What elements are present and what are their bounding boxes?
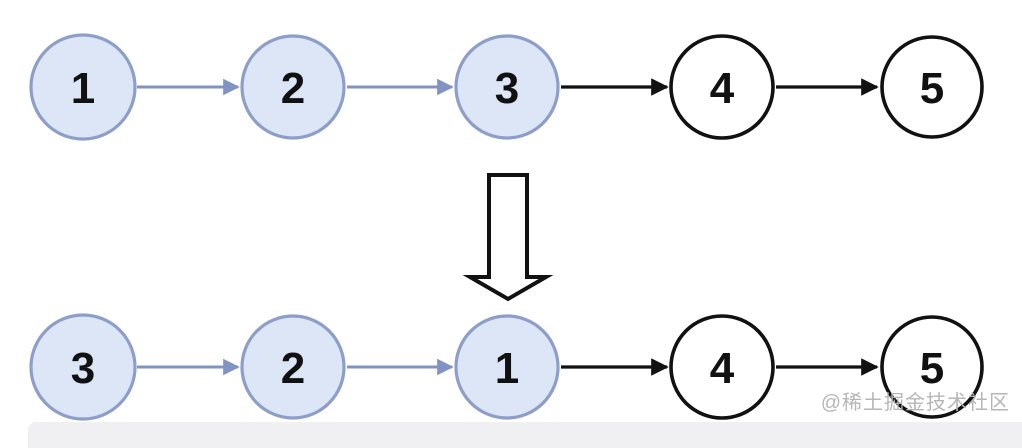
node-bottom-1: [454, 314, 560, 420]
watermark: @稀土掘金技术社区: [820, 392, 1010, 414]
node-top-5-label: 5: [920, 64, 944, 113]
node-top-3: [454, 34, 560, 140]
node-top-1: [29, 33, 137, 141]
node-bottom-4: [669, 314, 775, 420]
node-bottom-3: [29, 313, 137, 421]
node-bottom-2: [240, 314, 346, 420]
original-list-row: 1 2 3 4 5: [29, 33, 984, 141]
node-bottom-5: [880, 315, 984, 419]
node-top-5: [880, 35, 984, 139]
node-bottom-3-label: 3: [71, 344, 95, 393]
node-top-2-label: 2: [281, 64, 305, 113]
down-arrow-icon: [462, 173, 554, 302]
node-bottom-2-label: 2: [281, 344, 305, 393]
reversed-list-row: 3 2 1 4 5: [29, 313, 984, 421]
node-top-4: [669, 34, 775, 140]
node-top-1-label: 1: [71, 64, 95, 113]
node-top-4-label: 4: [710, 64, 735, 113]
bottom-strip: [28, 422, 1022, 448]
node-bottom-1-label: 1: [495, 344, 519, 393]
node-top-2: [240, 34, 346, 140]
node-bottom-5-label: 5: [920, 344, 944, 393]
node-bottom-4-label: 4: [710, 344, 735, 393]
node-top-3-label: 3: [495, 64, 519, 113]
